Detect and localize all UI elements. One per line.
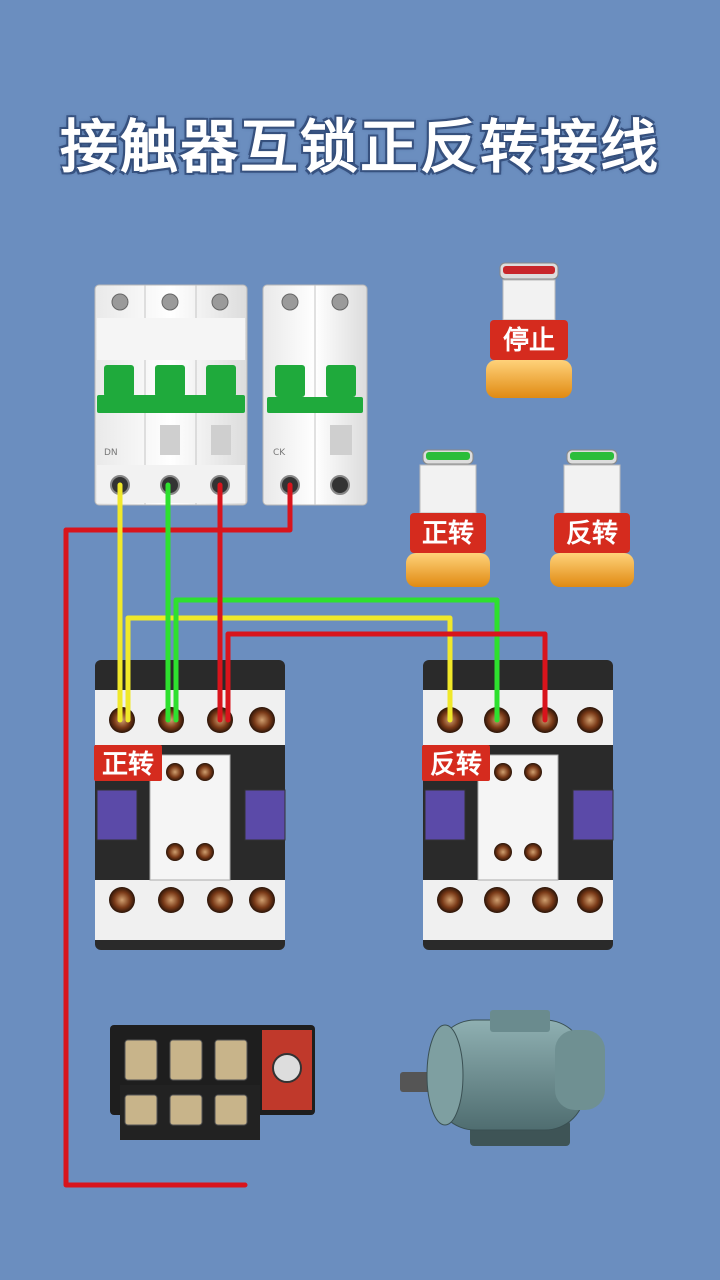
reverse-contactor-label: 反转 <box>430 750 482 780</box>
reverse-pushbutton[interactable]: 反转 <box>550 449 634 587</box>
reverse-contactor: 反转 <box>422 660 614 950</box>
wire-phase-a-reverse <box>125 615 453 723</box>
control-breaker-marking: CK <box>273 448 286 458</box>
forward-button-label: 正转 <box>422 519 474 549</box>
stop-button-label: 停止 <box>503 325 555 356</box>
forward-contactor-label: 正转 <box>102 750 154 780</box>
wire-control-red <box>63 482 293 1188</box>
stop-pushbutton[interactable]: 停止 <box>486 262 572 398</box>
electric-motor <box>400 1010 605 1146</box>
thermal-overload-relay <box>110 1025 315 1140</box>
wire-phase-b-reverse <box>173 597 500 723</box>
page-title: 接触器互锁正反转接线 <box>59 113 660 181</box>
wire-phase-c-reverse <box>225 631 548 723</box>
control-circuit-breaker: CK <box>262 284 368 506</box>
main-breaker-marking: DN <box>104 448 118 458</box>
forward-contactor: 正转 <box>94 660 286 950</box>
main-circuit-breaker: DN <box>94 284 248 506</box>
wiring <box>63 482 548 1188</box>
reverse-button-label: 反转 <box>566 519 618 549</box>
forward-pushbutton[interactable]: 正转 <box>406 449 490 587</box>
